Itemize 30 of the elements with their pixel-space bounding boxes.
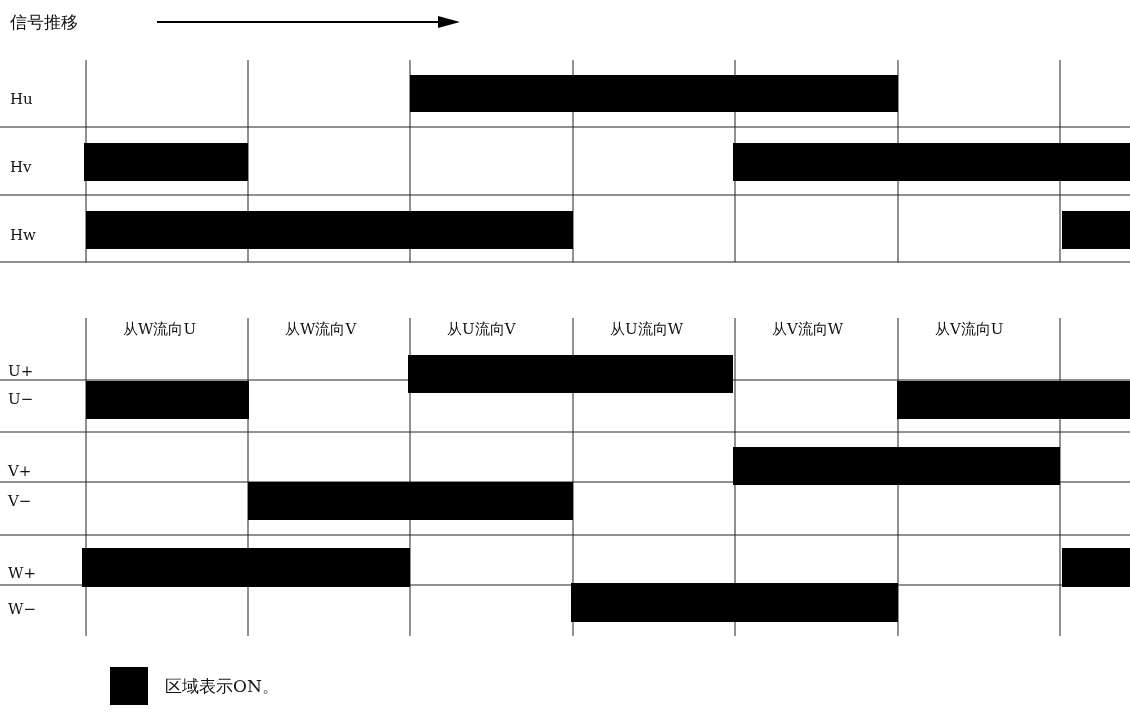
signal-bar [82,548,410,587]
signal-bar [897,381,1130,419]
axis-title: 信号推移 [10,13,78,31]
legend-text: 区域表示ON。 [165,677,279,695]
signal-bar [571,583,898,622]
signal-name: W− [8,600,36,618]
signal-bar [84,143,248,181]
signal-bar [1062,548,1130,587]
signal-name: V− [8,492,32,510]
signal-bar [86,211,573,249]
signal-name: Hv [10,158,32,176]
signal-name: U+ [8,362,34,380]
signal-bar [410,75,898,112]
signal-bar [86,381,249,419]
phase-label: 从V流向W [772,320,844,338]
signal-bar [733,447,1060,485]
signal-bar [733,143,1130,181]
phase-label: 从W流向V [285,320,357,338]
signal-bar [1062,211,1130,249]
phase-label: 从U流向W [610,320,684,338]
signal-bar [248,482,573,520]
signal-name: Hw [10,226,36,244]
phase-label: 从U流向V [447,320,516,338]
signal-name: Hu [10,90,33,108]
phase-label: 从W流向U [123,320,197,338]
signal-name: V+ [8,462,32,480]
signal-name: W+ [8,564,36,582]
phase-label: 从V流向U [935,320,1004,338]
signal-bar [408,355,733,393]
signal-name: U− [8,390,34,408]
